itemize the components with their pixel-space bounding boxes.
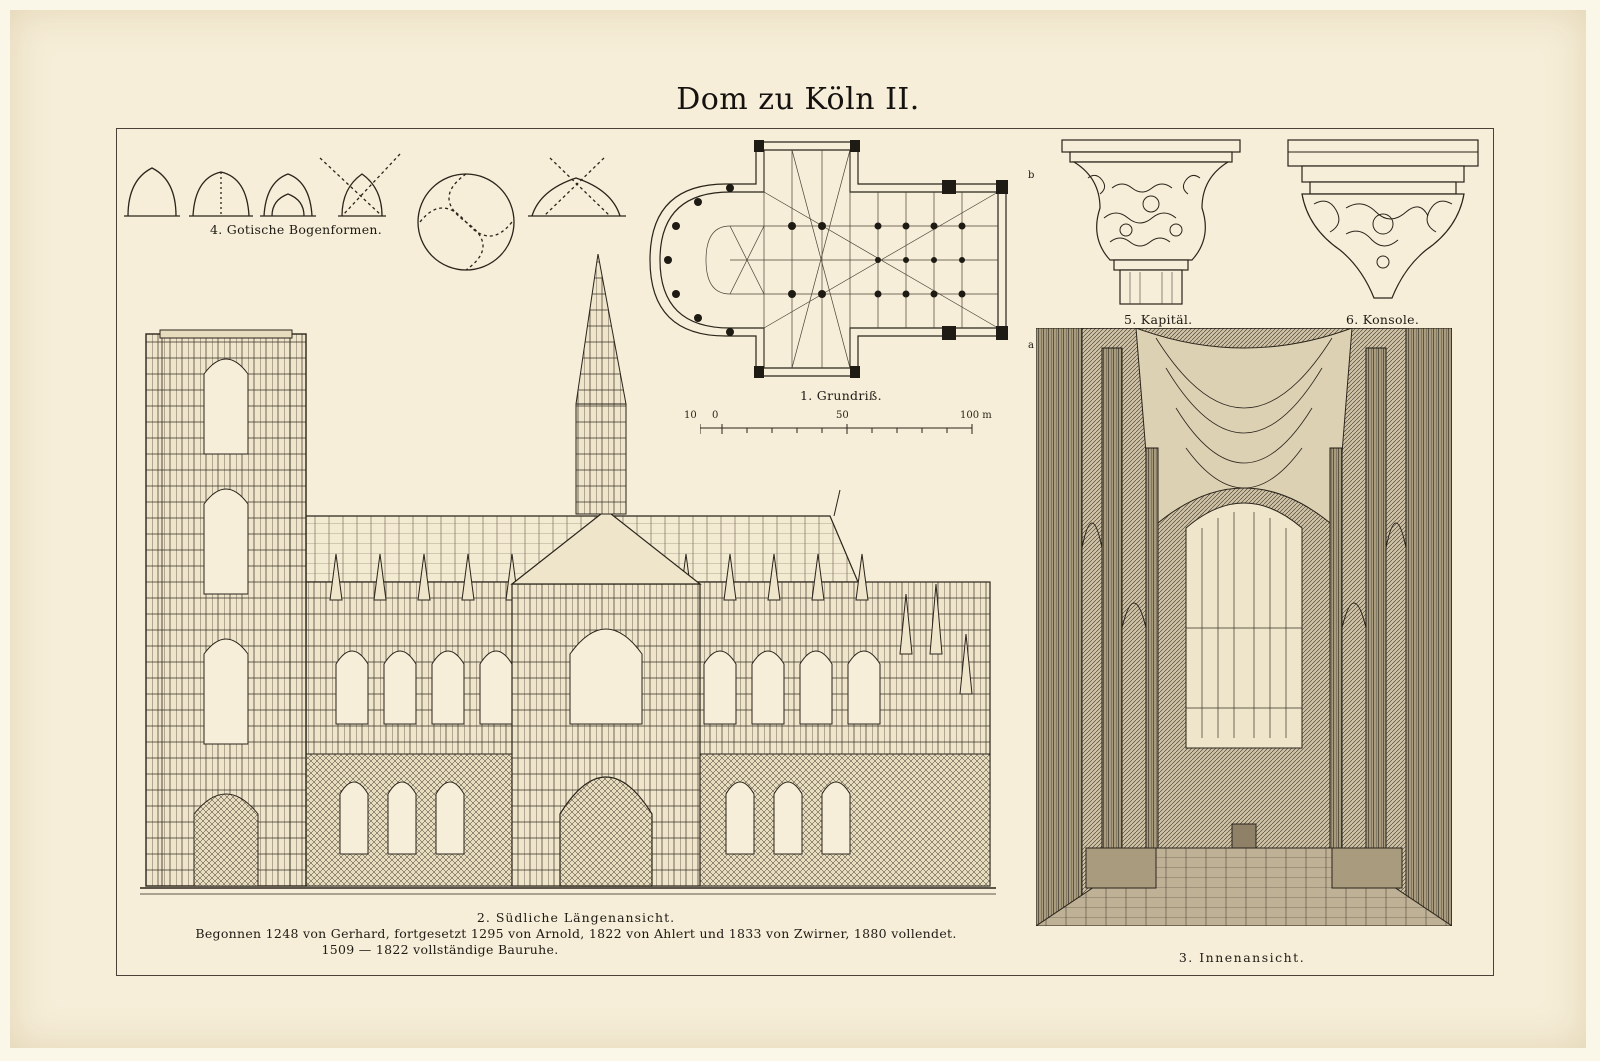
scale-label-0: 0 (712, 410, 719, 421)
capital-figure (1060, 138, 1242, 306)
floor-plan-figure (646, 140, 1026, 380)
console-figure (1286, 138, 1480, 306)
interior-view-figure (1036, 328, 1452, 926)
scale-label-10: 10 (684, 410, 697, 421)
floor-plan-caption: 1. Grundriß. (800, 388, 882, 403)
scale-label-100m: 100 m (960, 410, 992, 421)
gothic-arch-forms-figure (120, 150, 640, 280)
illustration-frame (116, 128, 1494, 976)
south-elevation-figure (140, 254, 1016, 906)
scale-bar (700, 424, 980, 438)
south-elevation-caption: 2. Südliche Längenansicht. (476, 910, 676, 925)
scale-label-50: 50 (836, 410, 849, 421)
page-title: Dom zu Köln II. (676, 82, 920, 117)
interior-view-caption: 3. Innenansicht. (1178, 950, 1306, 965)
south-elevation-note-line1: Begonnen 1248 von Gerhard, fortgesetzt 1… (195, 926, 957, 941)
gothic-arch-forms-caption: 4. Gotische Bogenformen. (210, 222, 383, 237)
south-elevation-note-line2: 1509 — 1822 vollständige Bauruhe. (321, 942, 559, 957)
console-caption: 6. Konsole. (1346, 312, 1420, 327)
print-page: Dom zu Köln II. (10, 10, 1586, 1048)
floor-plan-side-a: a (1028, 340, 1035, 351)
capital-caption: 5. Kapitäl. (1124, 312, 1193, 327)
floor-plan-side-b: b (1028, 170, 1035, 181)
